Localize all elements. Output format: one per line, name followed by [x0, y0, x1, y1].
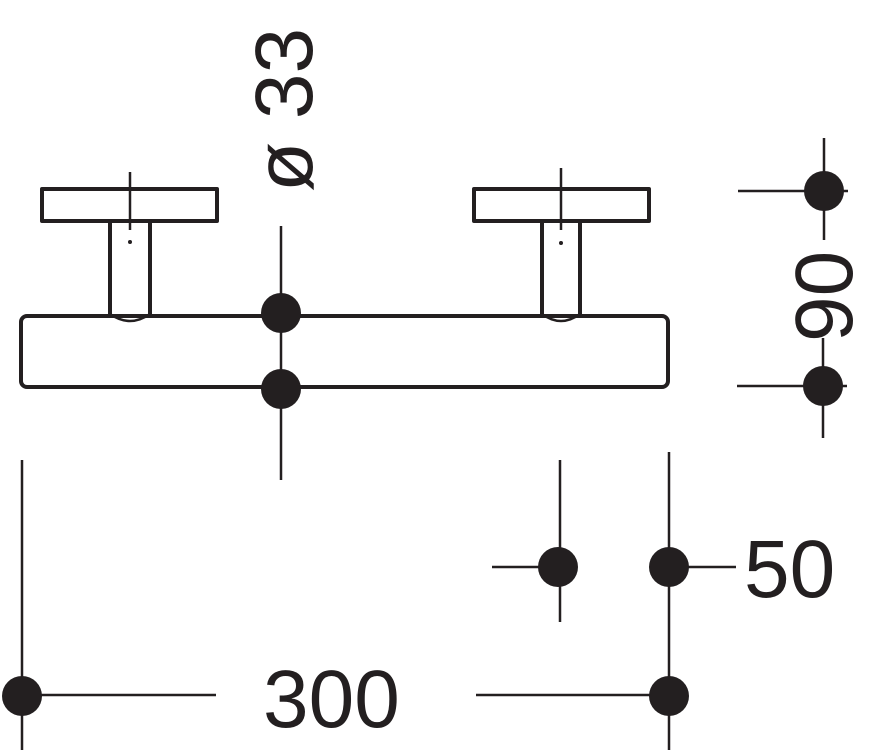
- handle-rail: [19, 314, 670, 389]
- right-post-joint: [541, 312, 581, 323]
- height-arrow-bottom: [803, 366, 843, 406]
- diameter-dimension: ø 33: [239, 28, 330, 480]
- offset-arrow-left: [538, 547, 578, 587]
- left-post-joint: [109, 312, 151, 323]
- right-post-mark: [559, 241, 563, 245]
- offset-arrow-right: [649, 547, 689, 587]
- left-post-mark: [128, 240, 132, 244]
- offset-dimension: 50: [492, 452, 835, 750]
- height-label: 90: [779, 251, 870, 342]
- left-bracket: [40, 172, 219, 318]
- right-post: [540, 219, 582, 318]
- width-dimension: 300: [2, 460, 689, 750]
- offset-label: 50: [744, 524, 835, 615]
- left-post: [108, 219, 152, 318]
- width-label: 300: [263, 654, 400, 745]
- height-arrow-top: [804, 171, 844, 211]
- diameter-label: ø 33: [239, 28, 330, 192]
- height-dimension: 90: [737, 138, 870, 438]
- right-bracket: [472, 168, 651, 318]
- diameter-arrow-top: [261, 293, 301, 333]
- width-arrow-right: [649, 676, 689, 716]
- width-arrow-left: [2, 676, 42, 716]
- diameter-arrow-bottom: [261, 369, 301, 409]
